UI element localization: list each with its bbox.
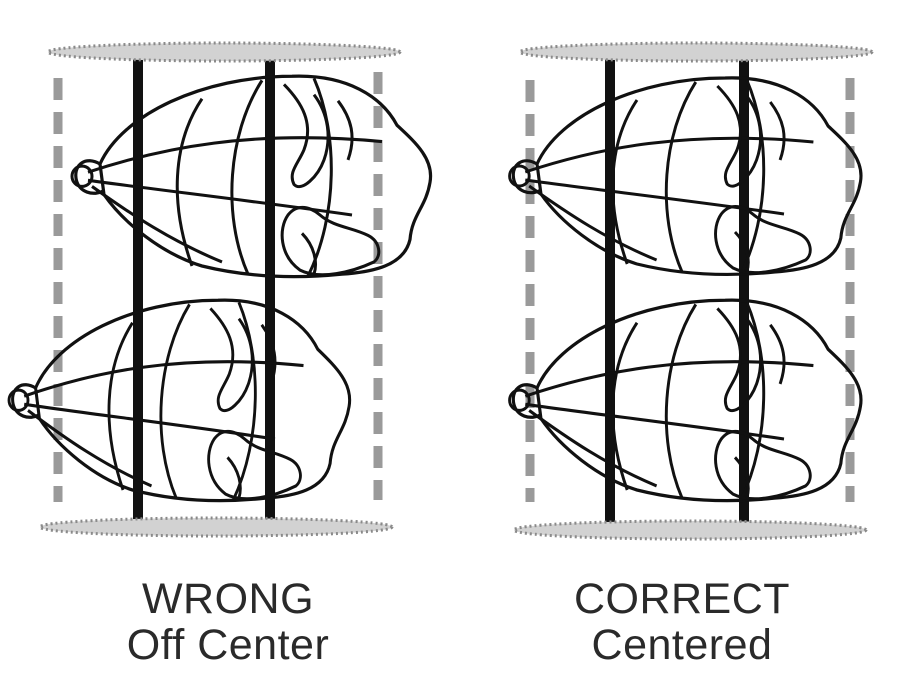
caption-subheading: Off Center [126,621,330,669]
caption-heading: WRONG [141,575,315,623]
caption-subheading: Centered [591,621,773,669]
panel-wrong [7,41,433,538]
panel-correct [507,41,874,541]
caption-wrong: WRONG Off Center [38,576,418,668]
caption-heading: CORRECT [573,575,791,623]
caption-correct: CORRECT Centered [492,576,872,668]
